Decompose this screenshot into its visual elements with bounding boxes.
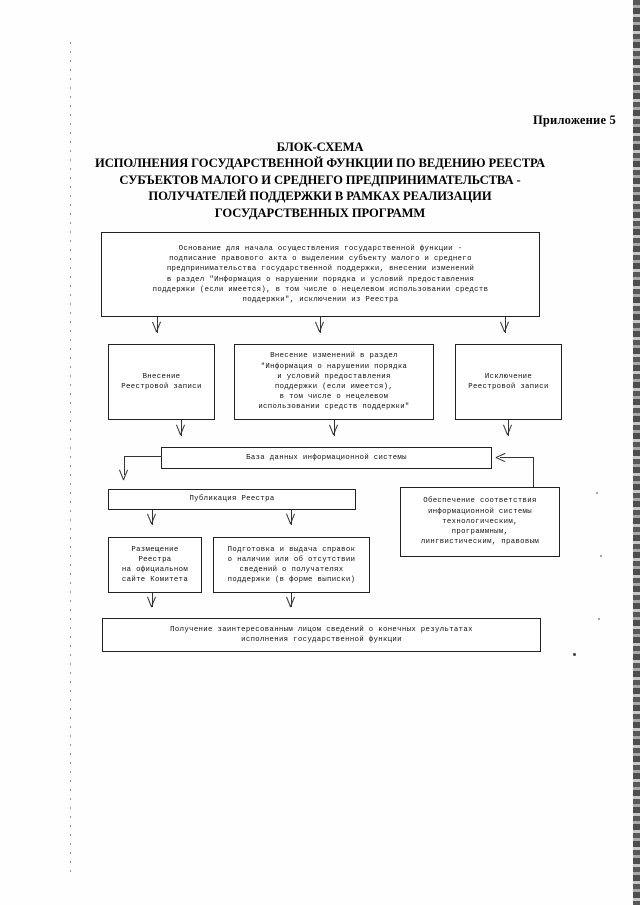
flow-node-result: Получение заинтересованным лицом сведени…	[102, 618, 541, 652]
node-text-line: сайте Комитета	[121, 576, 189, 585]
node-text-line: технологическим,	[442, 517, 518, 526]
flow-node-database: База данных информационной системы	[161, 447, 492, 469]
flow-node-exclusion: Исключение Реестровой записи	[455, 344, 562, 420]
connector-compliance-to-database-vertical	[533, 457, 534, 487]
node-text-line: в раздел "Информация о нарушении порядка…	[166, 275, 475, 284]
arrow-basis-to-entry	[152, 322, 161, 331]
node-text-line: Обеспечение соответствия	[423, 497, 537, 506]
node-text-line: Исключение	[484, 372, 533, 381]
arrow-exclusion-to-database	[503, 425, 512, 434]
node-text-line: Внесение изменений в раздел	[270, 352, 398, 361]
node-text-line: Внесение	[142, 372, 181, 381]
node-text-line: Публикация Реестра	[189, 495, 275, 504]
scan-edge-artifact	[633, 0, 640, 905]
title-line: БЛОК-СХЕМА	[276, 140, 364, 154]
node-text-line: и условий предоставления	[277, 372, 391, 381]
title-line: СУБЪЕКТОВ МАЛОГО И СРЕДНЕГО ПРЕДПРИНИМАТ…	[119, 172, 521, 187]
arrow-amendment-to-database	[329, 425, 338, 434]
node-text-line: Основание для начала осуществления госуд…	[178, 244, 463, 253]
arrow-compliance-to-database	[496, 457, 504, 465]
node-text-line: Реестровой записи	[121, 383, 202, 391]
flow-node-entry: Внесение Реестровой записи	[108, 344, 215, 420]
arrow-certificates-to-result	[286, 597, 295, 606]
node-text-line: в том числе о нецелевом	[279, 393, 389, 402]
node-text-line: Реестровой записи	[468, 383, 549, 391]
node-text-line: использовании средств поддержки"	[258, 403, 410, 412]
flow-node-compliance: Обеспечение соответствия информационной …	[400, 487, 560, 557]
arrow-placement-to-result	[147, 597, 156, 606]
node-text-line: исполнения государственной функции	[241, 636, 402, 644]
title-line: ИСПОЛНЕНИЯ ГОСУДАРСТВЕННОЙ ФУНКЦИИ ПО ВЕ…	[95, 156, 545, 171]
appendix-label: Приложение 5	[532, 113, 616, 127]
node-text-line: Реестра	[138, 555, 172, 564]
node-text-line: поддержки (если имеется), в том числе о …	[152, 285, 489, 294]
node-text-line: База данных информационной системы	[246, 453, 407, 462]
arrow-entry-to-database	[176, 425, 185, 434]
scan-margin-artifact	[70, 42, 71, 872]
node-text-line: информационной системы	[427, 507, 533, 516]
node-text-line: поддержки", исключении из Реестра	[242, 295, 399, 304]
node-text-line: поддержки (в форме выписки)	[227, 576, 356, 585]
node-text-line: предпринимательства государственной подд…	[166, 265, 475, 274]
arrow-publication-to-placement	[147, 514, 156, 523]
flow-node-certificates: Подготовка и выдача справок о наличии ил…	[213, 537, 370, 593]
node-text-line: Подготовка и выдача справок	[227, 545, 356, 554]
connector-compliance-to-database-horizontal	[500, 457, 533, 458]
node-text-line: Размещение	[131, 545, 179, 554]
node-text-line: сведений о получателях	[239, 566, 344, 574]
node-text-line: программным,	[451, 528, 509, 537]
flow-node-basis: Основание для начала осуществления госуд…	[101, 232, 540, 317]
arrow-basis-to-exclusion	[500, 322, 509, 331]
arrow-database-to-publication	[119, 470, 128, 479]
connector-database-to-publication-horizontal	[124, 456, 162, 457]
node-text-line: Получение заинтересованным лицом сведени…	[170, 625, 473, 634]
node-text-line: поддержки (если имеется),	[274, 383, 394, 391]
flow-node-amendment: Внесение изменений в раздел "Информация …	[234, 344, 434, 420]
connector-database-to-publication-vertical	[124, 456, 125, 475]
node-text-line: лингвистическим, правовым	[420, 538, 540, 547]
page-title: БЛОК-СХЕМА ИСПОЛНЕНИЯ ГОСУДАРСТВЕННОЙ ФУ…	[0, 139, 640, 221]
title-line: ГОСУДАРСТВЕННЫХ ПРОГРАММ	[214, 205, 426, 220]
title-line: ПОЛУЧАТЕЛЕЙ ПОДДЕРЖКИ В РАМКАХ РЕАЛИЗАЦИ…	[148, 189, 492, 204]
scan-speck	[596, 492, 598, 494]
node-text-line: о наличии или об отсутствии	[227, 555, 356, 564]
scan-speck	[600, 555, 602, 557]
flow-node-placement: Размещение Реестра на официальном сайте …	[108, 537, 202, 593]
node-text-line: на официальном	[121, 566, 189, 574]
scan-speck	[598, 618, 600, 620]
arrow-publication-to-certificates	[286, 514, 295, 523]
scan-speck	[573, 653, 576, 656]
flow-node-publication: Публикация Реестра	[108, 489, 356, 510]
node-text-line: "Информация о нарушении порядка	[260, 362, 408, 371]
arrow-basis-to-amendment	[315, 322, 324, 331]
node-text-line: подписание правового акта о выделении су…	[169, 255, 472, 264]
